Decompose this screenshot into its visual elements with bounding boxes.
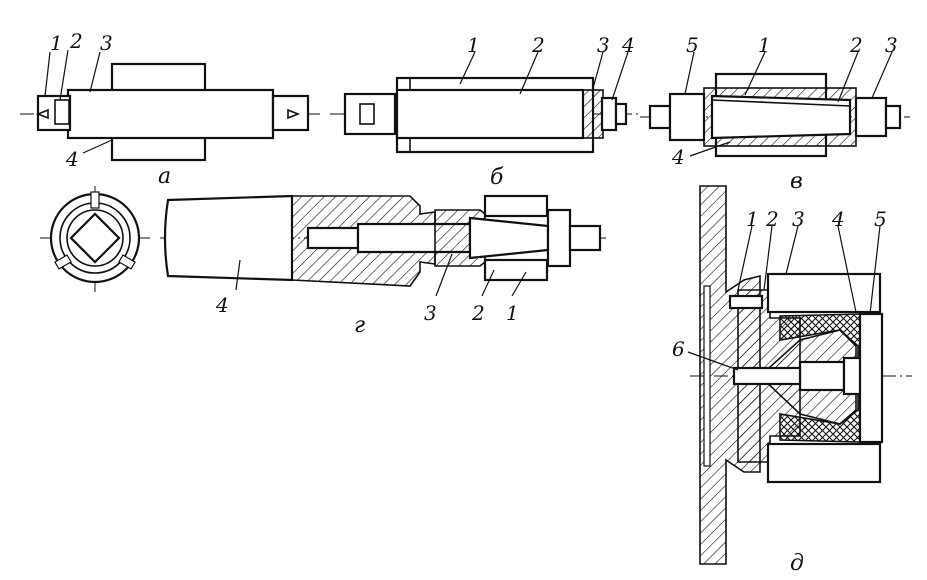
bolt-1 (728, 294, 764, 310)
figure-g-label-3: 3 (424, 301, 437, 325)
mandrel-right-end (271, 94, 310, 132)
figure-d: 1 2 3 4 5 6 д (672, 185, 912, 576)
figure-d-label-6: 6 (672, 337, 685, 361)
figure-v-caption: в (790, 169, 803, 194)
leader-2 (59, 49, 69, 101)
nut-3 (854, 96, 888, 138)
workpiece-stub (568, 224, 602, 252)
leader-2 (519, 51, 539, 95)
figure-b: 1 2 3 4 б (330, 33, 640, 190)
leader-3 (435, 253, 453, 297)
figure-g-caption: г (354, 313, 365, 338)
figure-a-label-3: 3 (100, 31, 113, 55)
leader-3 (785, 225, 799, 275)
figure-v-label-2: 2 (849, 33, 863, 57)
figure-b-label-4: 4 (621, 33, 635, 57)
nut-4 (600, 96, 618, 132)
figure-g-label-4: 4 (215, 293, 229, 317)
figure-v-label-5: 5 (686, 33, 699, 57)
leader-5 (684, 51, 695, 95)
faceplate-slot (703, 285, 711, 467)
leader-2 (837, 51, 859, 103)
right-tail (884, 104, 902, 130)
figure-b-label-2: 2 (531, 33, 545, 57)
figure-v-label-1: 1 (758, 33, 771, 57)
center-holes (35, 108, 301, 120)
workpiece-3-top (766, 272, 882, 314)
leader-6 (687, 351, 739, 371)
figure-v-label-3: 3 (885, 33, 898, 57)
taper-mandrel-2 (710, 94, 852, 140)
leader-4 (689, 141, 731, 157)
mandrel-left-end (36, 94, 72, 132)
figure-d-caption: д (790, 551, 804, 576)
figure-a: 1 2 3 4 а (20, 29, 320, 189)
leader-4 (611, 51, 629, 101)
leader-1 (459, 51, 476, 85)
figure-a-label-4: 4 (65, 147, 79, 171)
figure-a-label-1: 1 (50, 31, 63, 55)
leader-2 (481, 269, 495, 297)
figure-d-label-1: 1 (746, 207, 759, 231)
figure-g-label-2: 2 (471, 301, 485, 325)
leader-3 (89, 51, 101, 93)
leader-4 (82, 139, 113, 154)
workpiece-3-bottom (766, 442, 882, 484)
screw-6-head-bore (798, 360, 846, 392)
figure-a-caption: а (158, 164, 171, 189)
washer-3 (582, 89, 604, 139)
screw-6 (732, 366, 802, 386)
leader-2 (763, 225, 773, 291)
leader-1 (44, 51, 51, 97)
left-tail (648, 104, 672, 130)
collet-end-view (40, 186, 150, 292)
mandrel-body (395, 88, 585, 140)
figure-g: 4 3 2 1 г (40, 186, 610, 338)
leader-1 (511, 271, 527, 297)
figure-v-label-4: 4 (671, 145, 685, 169)
collet-nut-1 (546, 208, 572, 268)
leader-4 (235, 259, 241, 291)
leader-3 (591, 51, 604, 93)
figure-v: 5 1 2 3 4 в (640, 33, 910, 194)
faceplate (699, 185, 761, 565)
figure-g-label-1: 1 (506, 301, 519, 325)
mandrel-body (66, 88, 275, 140)
cap-5 (858, 312, 884, 444)
figure-a-label-2: 2 (69, 29, 83, 53)
leader-1 (744, 51, 766, 96)
taper-shank-4 (163, 194, 294, 282)
screw-bore (306, 226, 360, 250)
leader-3 (871, 51, 893, 99)
figure-d-label-3: 3 (792, 207, 805, 231)
collet-jaw-bottom (483, 258, 549, 282)
leader-4 (837, 225, 857, 313)
figure-b-label-1: 1 (467, 33, 480, 57)
square-socket (69, 212, 121, 264)
collet-jaw-top (483, 194, 549, 218)
mandrel-left-end (343, 92, 397, 136)
taper-line (711, 99, 851, 107)
figure-b-caption: б (490, 165, 504, 190)
leader-5 (869, 225, 881, 315)
leader-1 (737, 225, 753, 291)
figure-d-label-4: 4 (831, 207, 845, 231)
figure-b-label-3: 3 (597, 33, 610, 57)
driver-part-2 (54, 99, 70, 125)
figure-d-label-2: 2 (765, 207, 779, 231)
driver-slot (359, 103, 375, 125)
collet-taper-2 (468, 216, 550, 260)
figure-d-label-5: 5 (874, 207, 887, 231)
thread-end (614, 102, 628, 126)
nut-5 (668, 92, 706, 142)
